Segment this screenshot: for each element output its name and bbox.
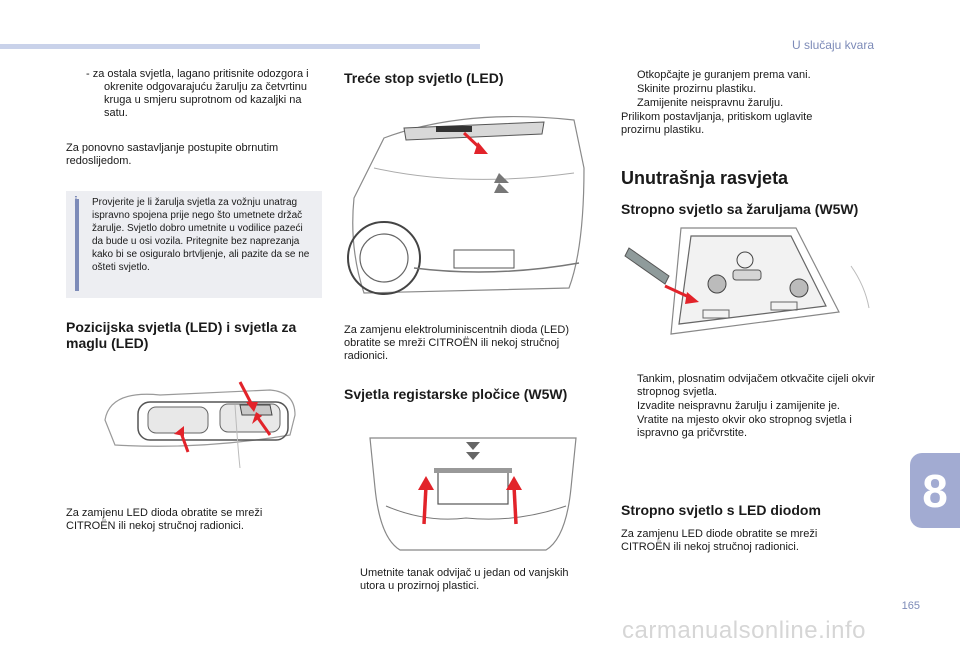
paragraph: Za ponovno sastavljanje postupite obrnut… xyxy=(66,142,279,167)
info-text: Provjerite je li žarulja svjetla za vožn… xyxy=(92,197,310,273)
plate-light-illustration xyxy=(369,437,577,551)
watermark: carmanualsonline.info xyxy=(622,617,866,644)
info-bar xyxy=(75,199,79,291)
page-number: 165 xyxy=(901,600,920,612)
bullet-item: Tankim, plosnatim odvijačem otkvačite ci… xyxy=(637,373,875,398)
section-heading: Pozicijska svjetla (LED) i svjetla za ma… xyxy=(66,319,297,351)
fog-light-illustration xyxy=(104,381,296,469)
section-heading: Unutrašnja rasvjeta xyxy=(621,168,789,188)
bullet-item: Izvadite neispravnu žarulju i zamijenite… xyxy=(637,400,840,412)
bullet-item: Otkopčajte je guranjem prema vani. xyxy=(637,69,811,81)
paragraph: Za zamjenu LED diode obratite se mreži C… xyxy=(621,528,818,553)
paragraph: Za zamjenu LED dioda obratite se mreži C… xyxy=(66,507,263,532)
rear-stop-light-illustration xyxy=(347,115,585,295)
ceiling-light-illustration xyxy=(624,227,870,335)
section-heading: Stropno svjetlo s LED diodom xyxy=(621,502,821,518)
bullet-item: Zamijenite neispravnu žarulju. xyxy=(637,97,784,109)
dash-item: - za ostala svjetla, lagano pritisnite o… xyxy=(86,68,309,119)
info-icon: i xyxy=(74,193,78,209)
section-heading: Svjetla registarske pločice (W5W) xyxy=(344,386,568,402)
info-box: i Provjerite je li žarulja svjetla za vo… xyxy=(66,191,322,298)
bullet-item: Umetnite tanak odvijač u jedan od vanjsk… xyxy=(360,567,569,592)
section-heading: Stropno svjetlo sa žaruljama (W5W) xyxy=(621,201,859,217)
paragraph: Za zamjenu elektroluminiscentnih dioda (… xyxy=(344,324,569,362)
bullet-item: Vratite na mjesto okvir oko stropnog svj… xyxy=(637,414,852,439)
bullet-item: Skinite prozirnu plastiku. xyxy=(637,83,757,95)
chapter-tab: 8 xyxy=(910,453,960,528)
section-heading: Treće stop svjetlo (LED) xyxy=(344,70,504,86)
paragraph: Prilikom postavljanja, pritiskom uglavit… xyxy=(621,111,813,136)
chapter-title: U slučaju kvara xyxy=(791,38,874,52)
header-band xyxy=(0,44,480,49)
